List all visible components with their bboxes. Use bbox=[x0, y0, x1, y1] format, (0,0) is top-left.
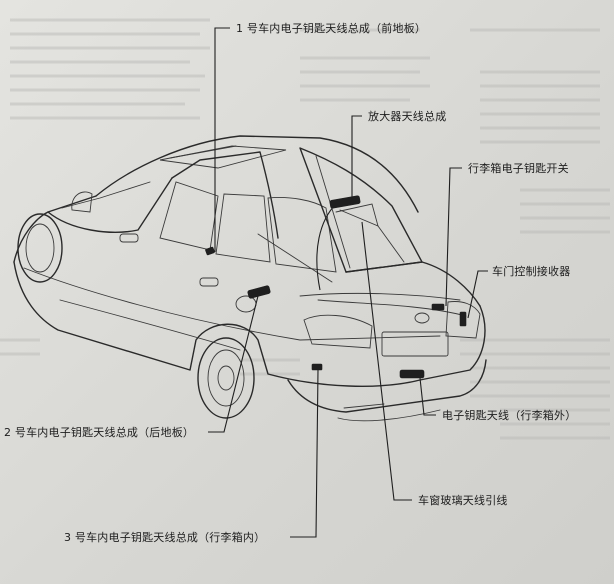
label-trunk-outer-antenna: 电子钥匙天线（行李箱外） bbox=[442, 409, 577, 422]
antenna-components bbox=[205, 195, 467, 379]
label-front-floor-antenna: 1 号车内电子钥匙天线总成（前地板） bbox=[236, 22, 427, 35]
label-rear-floor-antenna: 2 号车内电子钥匙天线总成（后地板） bbox=[4, 426, 195, 439]
label-window-antenna-lead: 车窗玻璃天线引线 bbox=[418, 494, 508, 507]
label-door-control-receiver: 车门控制接收器 bbox=[492, 265, 571, 278]
car-outline bbox=[13, 135, 487, 422]
background-print-ghost bbox=[0, 18, 610, 440]
label-amplifier-antenna: 放大器天线总成 bbox=[368, 110, 447, 123]
label-trunk-key-switch: 行李箱电子钥匙开关 bbox=[468, 162, 569, 175]
leader-lines bbox=[208, 27, 488, 538]
label-trunk-inner-antenna: 3 号车内电子钥匙天线总成（行李箱内） bbox=[64, 531, 266, 544]
